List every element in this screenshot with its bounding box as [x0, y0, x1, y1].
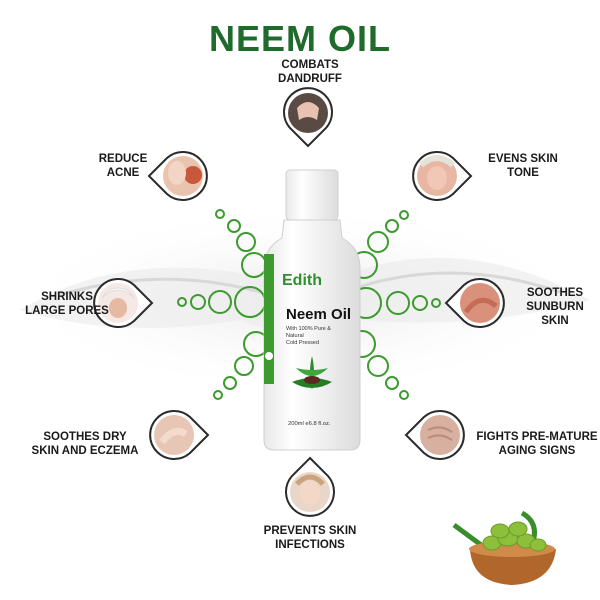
infections-pin-icon	[279, 456, 341, 518]
bottle-shape	[263, 169, 361, 451]
bottle-product-name: Neem Oil	[286, 306, 352, 323]
benefit-soothes-dry-skin: SOOTHES DRY SKIN AND ECZEMA	[31, 431, 139, 457]
benefit-fights-aging: FIGHTS PRE-MATURE AGING SIGNS	[476, 431, 598, 457]
bottle-volume: 200ml e6.8 fl.oz.	[288, 421, 331, 427]
benefit-soothes-sunburn: SOOTHES SUNBURN SKIN	[526, 287, 584, 327]
neem-fruit-bowl-icon	[452, 510, 556, 585]
benefit-prevents-infections: PREVENTS SKIN INFECTIONS	[263, 525, 357, 551]
pores-pin-icon	[92, 272, 154, 334]
benefit-evens-skin-tone: EVENS SKIN TONE	[488, 153, 558, 179]
page-title: NEEM OIL	[208, 18, 391, 59]
benefit-shrinks-pores: SHRINKS LARGE PORES	[25, 291, 109, 317]
eczema-pin-icon	[148, 404, 210, 466]
bottle-brand: Edith	[282, 272, 322, 289]
product-bottle: Edith Neem Oil With 100% Pure & Natural …	[262, 168, 362, 453]
acne-pin-icon	[147, 145, 209, 207]
aging-pin-icon	[404, 404, 466, 466]
dandruff-pin-icon	[277, 86, 339, 148]
benefit-combats-dandruff: COMBATS DANDRUFF	[278, 59, 342, 85]
sunburn-pin-icon	[444, 272, 506, 334]
benefit-reduce-acne: REDUCE ACNE	[98, 153, 148, 179]
skin-tone-pin-icon	[411, 145, 473, 207]
bottle-subtitle: With 100% Pure & Natural Cold Pressed	[286, 326, 331, 346]
